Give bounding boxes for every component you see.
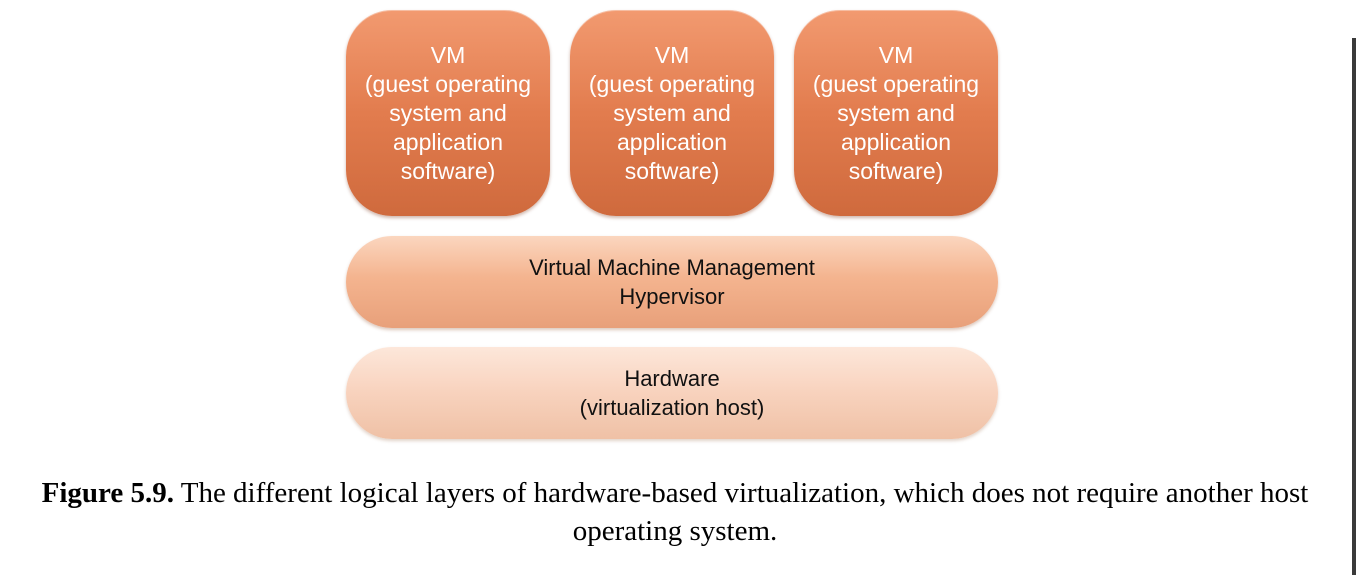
figure-caption: Figure 5.9. The different logical layers… (10, 474, 1340, 550)
figure-label: Figure 5.9. (41, 477, 174, 509)
hypervisor-title: Virtual Machine Management (529, 255, 815, 280)
hypervisor-subtitle: Hypervisor (619, 284, 725, 309)
vm-title: VM (878, 41, 914, 68)
vm-desc-line: software) (848, 157, 944, 184)
page-edge-divider (1352, 38, 1356, 575)
hardware-title: Hardware (624, 366, 720, 391)
vm-desc-line: application (617, 128, 727, 155)
vm-desc-line: system and (837, 99, 955, 126)
vm-desc-line: application (393, 128, 503, 155)
vm-desc-line: software) (400, 157, 496, 184)
vm-desc-line: (guest operating (812, 70, 980, 97)
vm-desc-line: software) (624, 157, 720, 184)
vm-desc-line: (guest operating (588, 70, 756, 97)
hypervisor-layer: Virtual Machine Management Hypervisor (346, 236, 998, 328)
vm-title: VM (430, 41, 466, 68)
hardware-layer: Hardware (virtualization host) (346, 347, 998, 439)
hardware-subtitle: (virtualization host) (579, 395, 765, 420)
vm-box-1: VM (guest operating system and applicati… (346, 10, 550, 216)
vm-desc-line: (guest operating (364, 70, 532, 97)
vm-box-3: VM (guest operating system and applicati… (794, 10, 998, 216)
caption-text: The different logical layers of hardware… (174, 477, 1309, 547)
vm-desc-line: application (841, 128, 951, 155)
vm-box-2: VM (guest operating system and applicati… (570, 10, 774, 216)
vm-title: VM (654, 41, 690, 68)
vm-desc-line: system and (613, 99, 731, 126)
vm-desc-line: system and (389, 99, 507, 126)
